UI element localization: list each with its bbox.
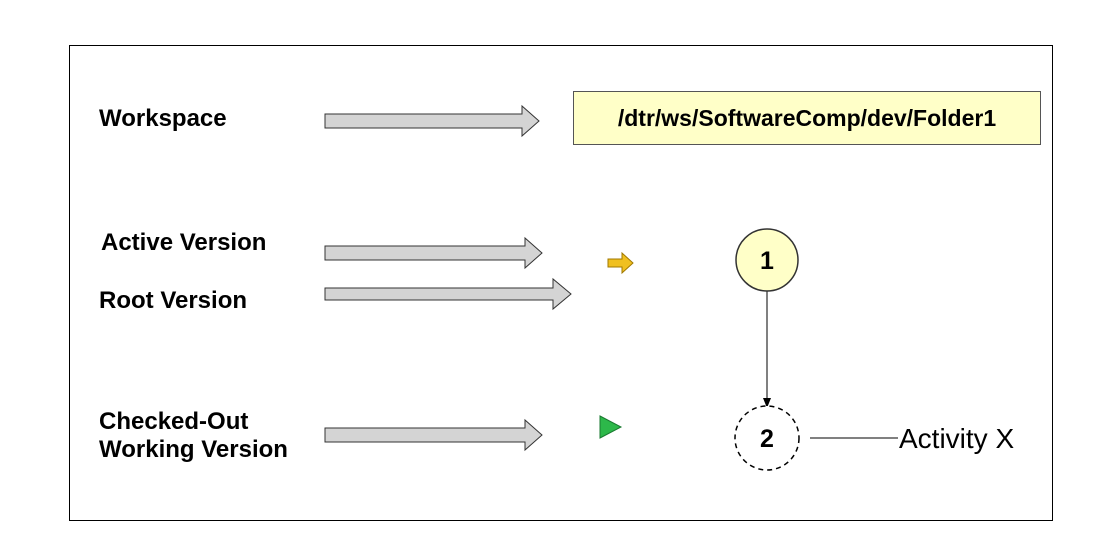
green-triangle-icon: [599, 415, 623, 439]
workspace-path-box: /dtr/ws/SoftwareComp/dev/Folder1: [573, 91, 1041, 145]
yellow-arrow-icon: [607, 251, 634, 275]
version-node-1-label: 1: [760, 247, 774, 275]
root-version-arrow: [324, 277, 572, 311]
active-version-label: Active Version: [101, 229, 267, 256]
checked-out-working-version-label: Checked-Out Working Version: [99, 408, 288, 464]
root-version-label: Root Version: [99, 287, 248, 314]
workspace-path-text: /dtr/ws/SoftwareComp/dev/Folder1: [617, 104, 997, 131]
version-connector-arrowhead: [763, 398, 771, 408]
active-version-arrow: [324, 236, 543, 270]
checked-out-label-line1: Checked-Out: [99, 408, 249, 435]
version-node-2[interactable]: 2: [734, 405, 800, 471]
workspace-label: Workspace: [99, 105, 227, 132]
workspace-arrow: [324, 104, 540, 138]
version-node-1[interactable]: 1: [735, 228, 799, 292]
version-node-2-label: 2: [760, 425, 774, 453]
diagram-frame: [69, 45, 1053, 521]
checked-out-label-line2: Working Version: [99, 436, 288, 463]
activity-label: Activity X: [899, 423, 1015, 454]
checked-out-arrow: [324, 418, 543, 452]
